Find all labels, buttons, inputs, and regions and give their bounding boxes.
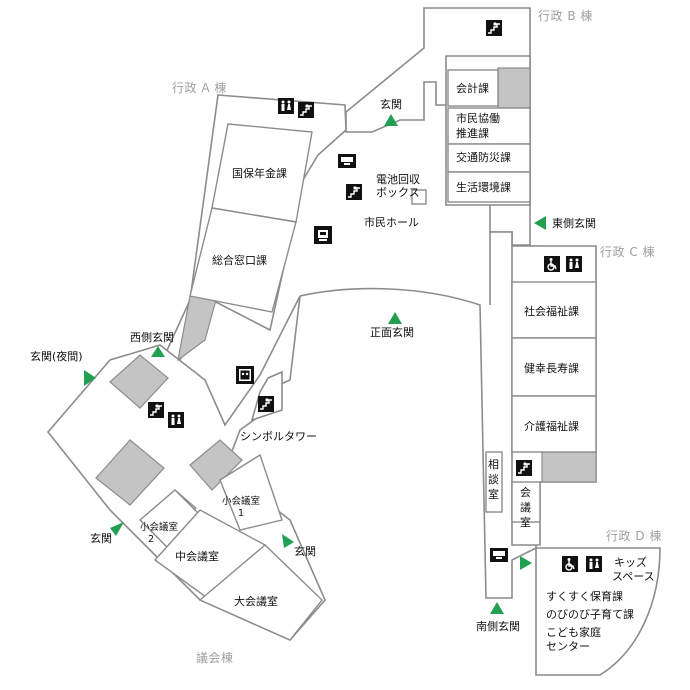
room-label-chukaigi: 中会議室 bbox=[175, 549, 219, 563]
label-gyosei-c: 行政 C 棟 bbox=[600, 244, 655, 259]
payphone-icon bbox=[338, 154, 356, 168]
shaded-block-a bbox=[177, 295, 217, 362]
room-label-kodomo-2: センター bbox=[546, 640, 590, 653]
room-label-shokaigi-2b: 2 bbox=[148, 534, 154, 545]
shaded-block-c bbox=[541, 451, 597, 483]
room-label-shokaigi-2a: 小会議室 bbox=[140, 521, 178, 533]
entrance-arrow-s bbox=[282, 534, 294, 548]
elevator-icon bbox=[236, 366, 254, 384]
hall-outline bbox=[299, 231, 537, 599]
entrance-label-west: 西側玄関 bbox=[130, 330, 174, 344]
entrance-arrow-front bbox=[388, 312, 402, 324]
room-daikaigi bbox=[198, 544, 323, 641]
entrance-label-top: 玄関 bbox=[380, 97, 402, 111]
label-gyosei-d: 行政 D 棟 bbox=[606, 528, 662, 543]
label-gikai: 議会棟 bbox=[196, 650, 234, 665]
room-shakai bbox=[511, 281, 597, 339]
room-label-shimin-2: 推進課 bbox=[456, 126, 489, 140]
shaded-block-w3 bbox=[189, 439, 243, 491]
shaded-block-w2 bbox=[95, 439, 165, 506]
battery-box bbox=[411, 189, 427, 205]
room-label-sodan-3: 室 bbox=[488, 487, 499, 501]
entrance-arrow-night bbox=[84, 370, 96, 386]
building-d-outline bbox=[535, 547, 661, 676]
entrance-label-south: 南側玄関 bbox=[476, 619, 520, 633]
entrance-arrow-top bbox=[384, 114, 398, 126]
room-label-kotsu: 交通防災課 bbox=[456, 150, 511, 164]
room-label-hoiku: すくすく保育課 bbox=[546, 589, 623, 603]
room-label-daikaigi: 大会議室 bbox=[234, 594, 278, 608]
room-label-seikatsu: 生活環境課 bbox=[456, 180, 511, 194]
room-shokaigi-1 bbox=[219, 453, 283, 531]
room-label-kaikei: 会計課 bbox=[456, 81, 489, 95]
label-gyosei-b: 行政 B 棟 bbox=[538, 8, 593, 23]
label-symbol-tower: シンボルタワー bbox=[240, 430, 317, 443]
room-label-kaigi-2: 議 bbox=[520, 500, 531, 514]
payphone-icon bbox=[490, 548, 508, 562]
accessible-restroom-icon bbox=[544, 256, 560, 272]
restroom-icon bbox=[278, 98, 294, 114]
room-label-kokuho: 国保年金課 bbox=[232, 166, 287, 180]
room-kaigo bbox=[511, 395, 597, 453]
room-label-kaigi-1: 会 bbox=[520, 486, 531, 499]
entrance-label-front: 正面玄関 bbox=[370, 325, 414, 339]
room-shimin bbox=[447, 107, 531, 145]
room-sodan bbox=[485, 451, 503, 513]
room-label-kids-1: キッズ bbox=[614, 555, 647, 569]
room-seikatsu bbox=[447, 171, 531, 203]
room-label-sogo: 総合窓口課 bbox=[212, 253, 267, 267]
entrance-arrow-d bbox=[520, 556, 532, 570]
room-label-kosodate: のびのび子育て課 bbox=[546, 607, 634, 621]
room-kaigi-small bbox=[511, 481, 541, 523]
stairs-icon bbox=[486, 20, 502, 36]
stairs-icon bbox=[516, 460, 532, 476]
stairs-icon bbox=[346, 184, 362, 200]
room-label-shimin-1: 市民協働 bbox=[456, 111, 500, 125]
room-kenko bbox=[511, 337, 597, 397]
room-label-sodan-2: 談 bbox=[488, 472, 499, 486]
room-label-shakai: 社会福祉課 bbox=[524, 304, 579, 318]
restroom-icon bbox=[566, 256, 582, 272]
entrance-arrow-east bbox=[534, 216, 546, 230]
entrance-label-sw: 玄関 bbox=[90, 531, 112, 545]
room-label-kenko: 健幸長寿課 bbox=[524, 361, 579, 375]
room-kaikei bbox=[447, 69, 499, 107]
label-denchi-1: 電池回収 bbox=[376, 173, 420, 186]
restroom-icon bbox=[168, 412, 184, 428]
room-label-kids-2: スペース bbox=[612, 570, 655, 583]
room-label-kodomo-1: こども家庭 bbox=[546, 625, 601, 639]
room-label-shokaigi-1a: 小会議室 bbox=[222, 495, 260, 507]
entrance-arrow-sw bbox=[110, 522, 124, 536]
entrance-arrow-west bbox=[151, 346, 165, 357]
entrance-label-night: 玄関(夜間) bbox=[30, 349, 83, 363]
room-label-sodan-1: 相 bbox=[488, 458, 499, 471]
restroom-icon bbox=[586, 556, 602, 572]
label-gyosei-a: 行政 A 棟 bbox=[172, 80, 227, 95]
label-denchi-2: ボックス bbox=[376, 186, 420, 199]
room-label-shokaigi-1b: 1 bbox=[238, 508, 244, 519]
room-label-kaigo: 介護福祉課 bbox=[524, 419, 579, 433]
entrance-label-east: 東側玄関 bbox=[552, 216, 596, 230]
stairs-icon bbox=[298, 102, 314, 118]
entrance-label-s: 玄関 bbox=[294, 544, 316, 558]
shaded-block-b bbox=[497, 67, 531, 109]
accessible-restroom-icon bbox=[562, 556, 578, 572]
entrance-arrow-south bbox=[490, 602, 504, 614]
room-label-kaigi-3: 室 bbox=[520, 515, 531, 529]
room-kotsu bbox=[447, 143, 531, 173]
room-sogo bbox=[189, 207, 297, 313]
shaded-block-w1 bbox=[109, 354, 169, 409]
label-hall: 市民ホール bbox=[364, 215, 419, 229]
atm-icon bbox=[314, 226, 332, 244]
stairs-icon bbox=[148, 402, 164, 418]
stairs-icon bbox=[258, 396, 274, 412]
